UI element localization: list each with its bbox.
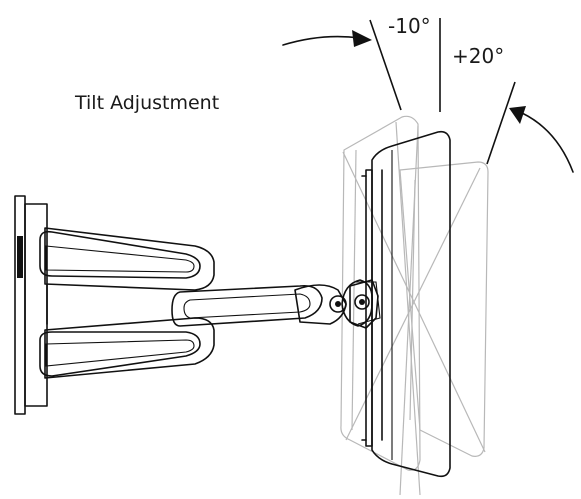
backward-tilt-label: +20° <box>452 44 504 68</box>
upper-arm <box>39 227 215 325</box>
lower-arm <box>39 317 215 379</box>
wall-plate <box>14 195 48 415</box>
monitor-side-view <box>361 130 451 478</box>
backward-tilt-arrow <box>509 106 574 173</box>
tilt-head <box>349 279 381 329</box>
diagram-title: Tilt Adjustment <box>74 92 219 114</box>
center-link-arm <box>171 279 374 327</box>
tilted-forward-monitor-outline <box>340 115 421 471</box>
forward-tilt-label: -10° <box>388 14 431 38</box>
forward-tilt-arrow <box>282 30 372 47</box>
forward-tilt-reference-line <box>369 19 402 111</box>
backward-tilt-reference-line <box>486 81 516 165</box>
tilted-back-monitor-outline <box>399 161 489 457</box>
